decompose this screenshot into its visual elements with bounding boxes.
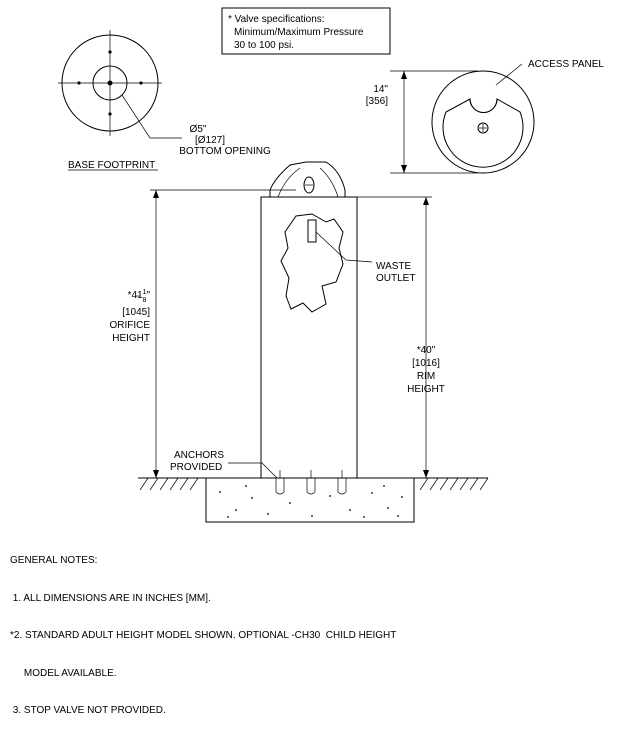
orifice-height-fraction-den: 8 <box>143 297 147 304</box>
spec-line-1: * Valve specifications: <box>228 14 325 25</box>
rim-height-dimension: *40" [1016] RIM HEIGHT <box>357 196 445 478</box>
orifice-height-prefix: *41 <box>128 290 143 301</box>
bottom-opening-dia-mm: [Ø127] <box>195 135 225 146</box>
valve-spec-box: * Valve specifications: Minimum/Maximum … <box>221 7 391 55</box>
rim-height-in: *40" <box>417 345 436 356</box>
orifice-height-label-1: ORIFICE <box>109 320 150 331</box>
rim-height-mm: [1016] <box>412 358 440 369</box>
anchors-line-1: ANCHORS <box>174 450 224 461</box>
general-notes: GENERAL NOTES: 1. ALL DIMENSIONS ARE IN … <box>10 530 396 730</box>
access-panel-height-mm: [356] <box>366 96 388 107</box>
general-notes-title: GENERAL NOTES: <box>10 555 98 566</box>
orifice-height-fraction-num: 1 <box>143 289 147 296</box>
base-footprint-view: Ø5" [Ø127] BOTTOM OPENING BASE FOOTPRINT <box>58 30 271 171</box>
waste-outlet-line-2: OUTLET <box>376 273 415 284</box>
ground-and-pad: ANCHORS PROVIDED <box>138 450 489 523</box>
technical-drawing: * Valve specifications: Minimum/Maximum … <box>58 7 604 523</box>
access-panel-label: ACCESS PANEL <box>528 59 604 70</box>
orifice-height-suffix: " <box>146 290 150 301</box>
fountain-body: WASTE OUTLET <box>260 161 415 479</box>
general-note-1: 1. ALL DIMENSIONS ARE IN INCHES [MM]. <box>10 592 211 604</box>
general-note-2-cont: MODEL AVAILABLE. <box>10 667 117 679</box>
orifice-height-label-2: HEIGHT <box>112 333 150 344</box>
waste-outlet-line-1: WASTE <box>376 261 412 272</box>
bottom-opening-label: BOTTOM OPENING <box>179 146 271 157</box>
general-note-3: 3. STOP VALVE NOT PROVIDED. <box>10 705 166 716</box>
access-panel-height-in: 14" <box>373 84 388 95</box>
rim-height-label-2: HEIGHT <box>407 384 445 395</box>
spec-line-2: Minimum/Maximum Pressure <box>234 27 364 38</box>
base-footprint-label: BASE FOOTPRINT <box>68 160 155 171</box>
orifice-height-mm: [1045] <box>122 307 150 318</box>
spec-line-3: 30 to 100 psi. <box>234 40 294 51</box>
anchors-line-2: PROVIDED <box>170 462 222 473</box>
access-panel-view: ACCESS PANEL 14" [356] <box>366 59 604 174</box>
bottom-opening-dia-in: Ø5" <box>190 124 207 135</box>
general-note-2: *2. STANDARD ADULT HEIGHT MODEL SHOWN. O… <box>10 630 397 641</box>
rim-height-label-1: RIM <box>417 371 435 382</box>
